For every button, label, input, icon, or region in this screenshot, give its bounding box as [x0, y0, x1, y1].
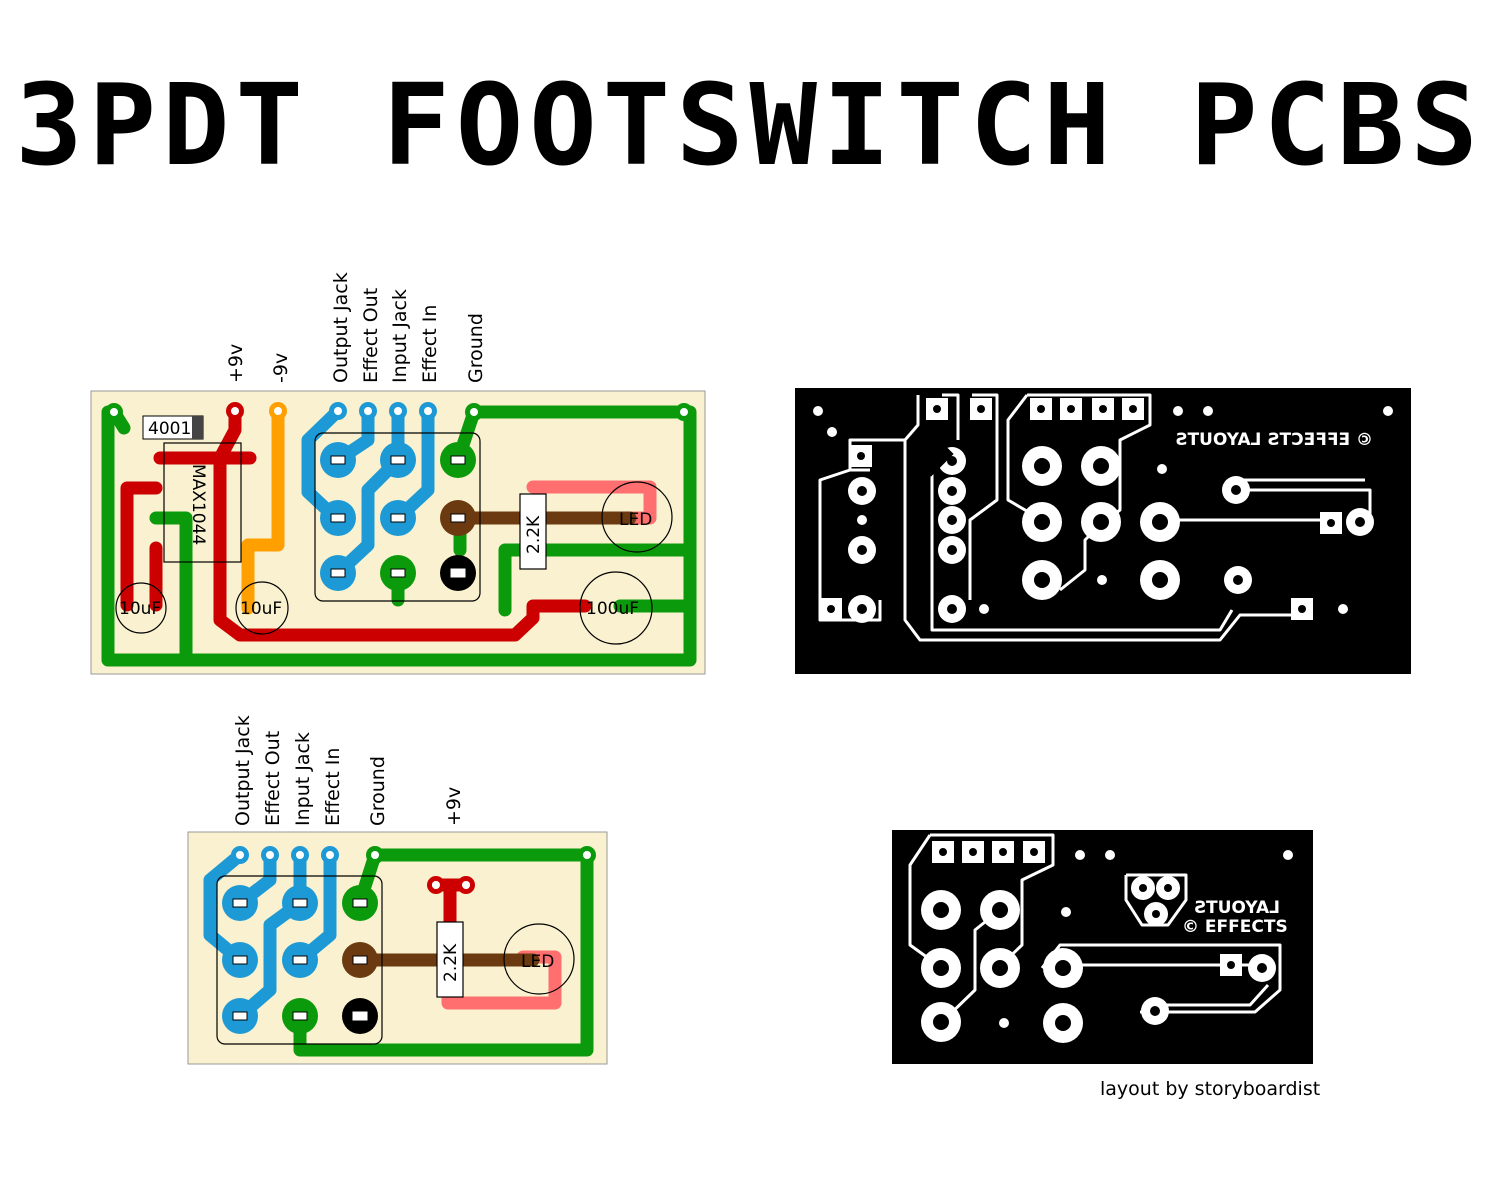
board-1-led-trace: [526, 480, 657, 525]
label-input-jack-2: Input Jack: [292, 732, 314, 826]
board-2-pads: [231, 846, 596, 894]
label-input-jack: Input Jack: [389, 289, 411, 383]
board-1-ic-label: MAX1044: [188, 464, 208, 545]
board-2-switch-lugs: [222, 885, 378, 1034]
label-effect-out-2: Effect Out: [262, 731, 284, 826]
board-1-cap1-label: 10uF: [119, 599, 161, 619]
board-1-etch-holes: [827, 405, 1365, 614]
board-1-layout: +9v -9v Output Jack Effect Out Input Jac…: [90, 272, 706, 675]
board-2-led-label: LED: [521, 952, 554, 972]
label-plus9v: +9v: [225, 344, 247, 383]
board-1-cap3-outline: [579, 571, 653, 645]
board-2-layout: Output Jack Effect Out Input Jack Effect…: [187, 715, 608, 1065]
board-2-switch-outline: [216, 875, 383, 1045]
label-ground-2: Ground: [367, 756, 389, 826]
board-1-led-label: LED: [619, 510, 652, 530]
board-2-led-outline: [503, 923, 575, 995]
page-title: 3PDT FOOTSWITCH PCBS: [15, 61, 1484, 191]
board-1-etch: © EFFECTS LAYOUTS: [795, 388, 1411, 674]
label-output-jack-2: Output Jack: [232, 715, 254, 826]
board-1-minus9v-trace: [241, 404, 285, 615]
board-2-resistor-body: [436, 921, 464, 998]
board-1-cap2-label: 10uF: [240, 599, 282, 619]
board-2-etch: LAYOUTS © EFFECTS: [892, 830, 1313, 1064]
label-minus9v: -9v: [270, 353, 292, 383]
board-1-led-outline: [601, 481, 673, 553]
credit-text: layout by storyboardist: [1100, 1078, 1321, 1100]
label-ground: Ground: [465, 313, 487, 383]
label-effect-out: Effect Out: [360, 288, 382, 383]
label-plus9v-2: +9v: [443, 787, 465, 826]
board-1-resistor-body: [519, 493, 547, 570]
board-2-etch-holes: [933, 848, 1267, 1031]
board-1-diode-band: [192, 416, 203, 439]
board-2-led-trace: [441, 950, 562, 1010]
board-1-cap3-label: 100uF: [586, 599, 639, 619]
label-output-jack: Output Jack: [330, 272, 352, 383]
board-1-switch-lugs: [320, 442, 476, 591]
board-1-pads: [105, 402, 693, 421]
board-1-switch-outline: [314, 432, 481, 602]
board-1-diode-label: 4001: [148, 419, 191, 439]
board-2-copyright-line1: LAYOUTS: [1194, 898, 1280, 918]
board-2-resistor-label: 2.2K: [441, 943, 461, 982]
board-1-ic-outline: [163, 442, 242, 563]
board-2-substrate: [187, 831, 608, 1065]
board-2-copyright-line2: © EFFECTS: [1182, 917, 1288, 937]
board-1-cap2-outline: [235, 581, 289, 635]
board-1-power-traces: [120, 404, 592, 642]
board-1-copyright: © EFFECTS LAYOUTS: [1175, 430, 1373, 450]
label-effect-in-2: Effect In: [322, 748, 344, 826]
board-1-pin-labels: +9v -9v Output Jack Effect Out Input Jac…: [225, 272, 487, 383]
board-2-pin-labels: Output Jack Effect Out Input Jack Effect…: [232, 715, 465, 826]
board-1-cap1-outline: [115, 582, 167, 634]
board-1-resistor-label: 2.2K: [524, 515, 544, 554]
label-effect-in: Effect In: [419, 305, 441, 383]
